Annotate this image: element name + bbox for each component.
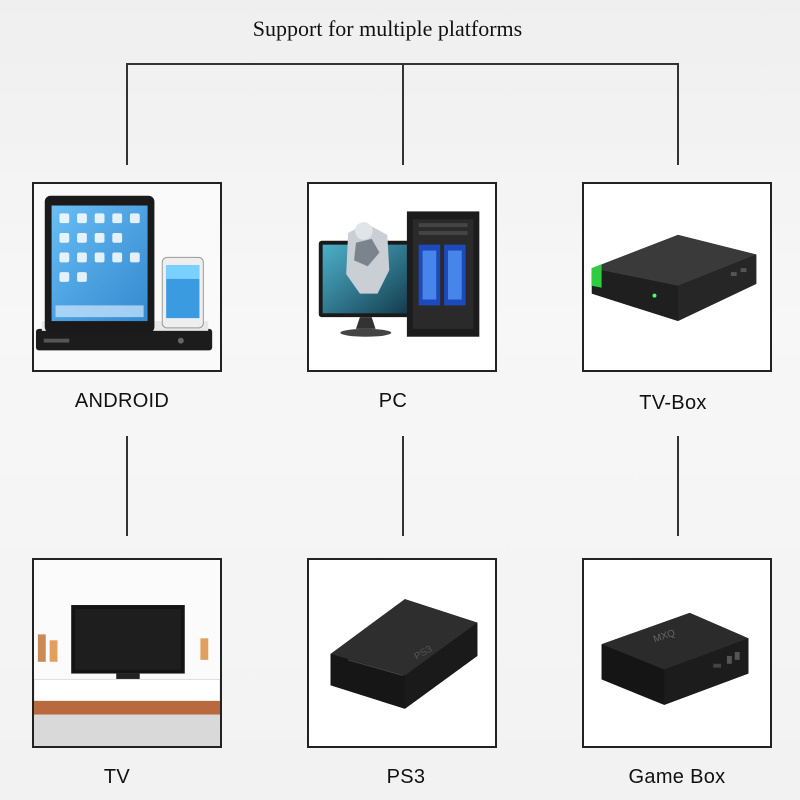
platform-tile-game-box: MXQ xyxy=(582,558,772,748)
platform-label-android: ANDROID xyxy=(74,390,170,412)
platform-label-tv-box: TV-Box xyxy=(639,392,707,414)
platform-label-game-box: Game Box xyxy=(628,766,726,788)
ps3-console-icon: PS3 xyxy=(309,560,495,746)
platform-label-tv: TV xyxy=(103,766,131,788)
connector-pc-ps3 xyxy=(402,436,404,536)
tv-box-icon xyxy=(584,184,770,370)
platform-tile-tv xyxy=(32,558,222,748)
connector-pc xyxy=(402,63,404,165)
connector-tvbox-gamebox xyxy=(677,436,679,536)
platform-tile-android xyxy=(32,182,222,372)
connector-tvbox xyxy=(677,63,679,165)
connector-android xyxy=(126,63,128,165)
platform-label-pc: PC xyxy=(378,390,408,412)
television-icon xyxy=(34,560,220,746)
diagram-title: Support for multiple platforms xyxy=(252,16,523,41)
platform-tile-ps3: PS3 xyxy=(307,558,497,748)
mxq-game-box-icon: MXQ xyxy=(584,560,770,746)
platform-label-ps3: PS3 xyxy=(386,766,426,788)
connector-android-tv xyxy=(126,436,128,536)
desktop-pc-icon xyxy=(309,184,495,370)
tablet-and-phone-dock-icon xyxy=(34,184,220,370)
platform-tile-tv-box xyxy=(582,182,772,372)
platform-tile-pc xyxy=(307,182,497,372)
